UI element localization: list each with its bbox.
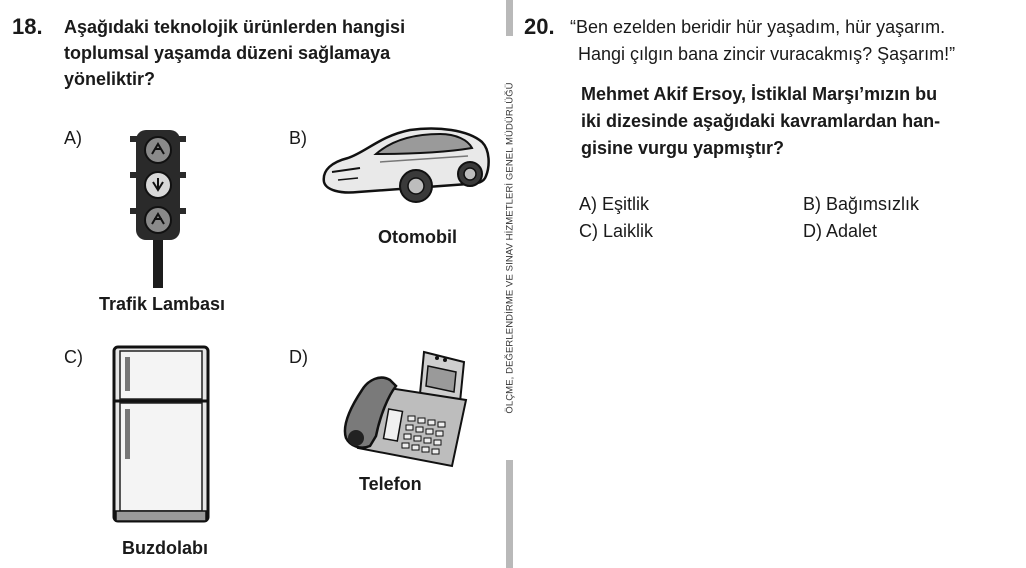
option-letter-b[interactable]: B) — [289, 128, 307, 148]
question-stem-line: toplumsal yaşamda düzeni sağlamaya — [64, 43, 391, 63]
column-divider-bottom — [506, 460, 513, 568]
question-number: 18. — [12, 14, 43, 39]
option-c[interactable]: C) Laiklik — [579, 221, 654, 241]
option-letter-c[interactable]: C) — [64, 347, 83, 367]
option-a[interactable]: A) Eşitlik — [579, 194, 650, 214]
option-letter-a[interactable]: A) — [64, 128, 82, 148]
publisher-side-label: ÖLÇME, DEĞERLENDİRME VE SINAV HİZMETLERİ… — [504, 82, 516, 414]
option-caption-d: Telefon — [359, 474, 422, 494]
telephone-icon — [343, 350, 468, 468]
option-b[interactable]: B) Bağımsızlık — [803, 194, 920, 214]
question-stem-line: Mehmet Akif Ersoy, İstiklal Marşı’mızın … — [581, 84, 938, 104]
question-stem-line: gisine vurgu yapmıştır? — [581, 138, 785, 158]
option-caption-b: Otomobil — [378, 227, 457, 247]
option-caption-a: Trafik Lambası — [99, 294, 226, 314]
option-letter-d[interactable]: D) — [289, 347, 308, 367]
option-caption-c: Buzdolabı — [122, 538, 208, 558]
question-stem-line: yöneliktir? — [64, 69, 156, 89]
option-d[interactable]: D) Adalet — [803, 221, 878, 241]
car-icon — [322, 127, 490, 203]
quote-line: Hangi çılgın bana zincir vuracakmış? Şaş… — [578, 44, 956, 64]
question-stem-line: Aşağıdaki teknolojik ürünlerden hangisi — [64, 17, 406, 37]
quote-line: “Ben ezelden beridir hür yaşadım, hür ya… — [570, 17, 946, 37]
question-number: 20. — [524, 14, 555, 39]
question-stem-line: iki dizesinde aşağıdaki kavramlardan han… — [581, 111, 941, 131]
refrigerator-icon — [112, 345, 210, 523]
traffic-light-icon — [130, 130, 186, 288]
column-divider-top — [506, 0, 513, 36]
